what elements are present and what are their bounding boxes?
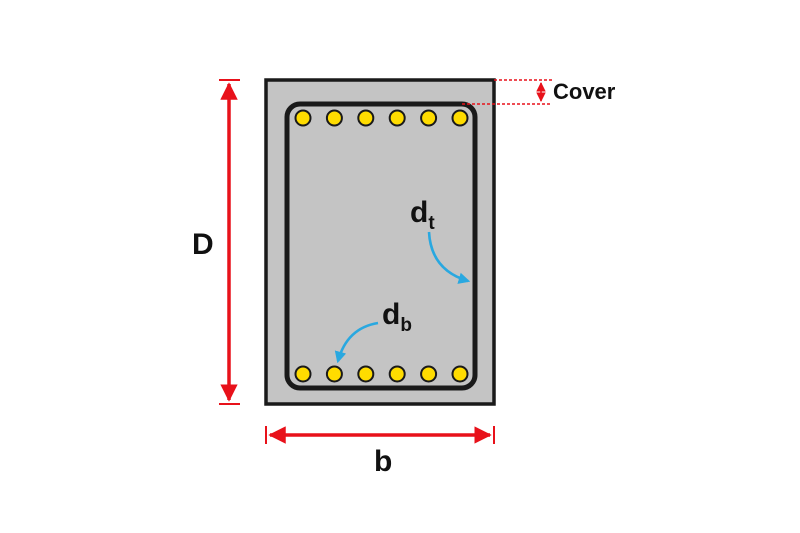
bottom-rebar-6 [451, 365, 469, 383]
bottom-rebar-3 [357, 365, 375, 383]
bottom-rebar-2 [325, 365, 343, 383]
bottom-rebar-1 [294, 365, 312, 383]
top-rebar-4 [388, 109, 406, 127]
dt-label: dt [410, 196, 435, 234]
width-label: b [374, 445, 392, 478]
top-rebar-1 [294, 109, 312, 127]
top-rebar-2 [325, 109, 343, 127]
bottom-rebar-5 [420, 365, 438, 383]
depth-label: D [192, 228, 214, 261]
dt-pointer-arrow [427, 231, 471, 284]
bottom-rebar-4 [388, 365, 406, 383]
db-pointer-arrow [334, 321, 379, 364]
bottom-rebar-row [294, 365, 469, 383]
top-rebar-5 [420, 109, 438, 127]
top-rebar-6 [451, 109, 469, 127]
concrete-section [264, 78, 496, 406]
db-label: db [382, 298, 412, 336]
cover-label: Cover [553, 79, 616, 104]
top-rebar-3 [357, 109, 375, 127]
top-rebar-row [294, 109, 469, 127]
stirrup [284, 101, 478, 391]
